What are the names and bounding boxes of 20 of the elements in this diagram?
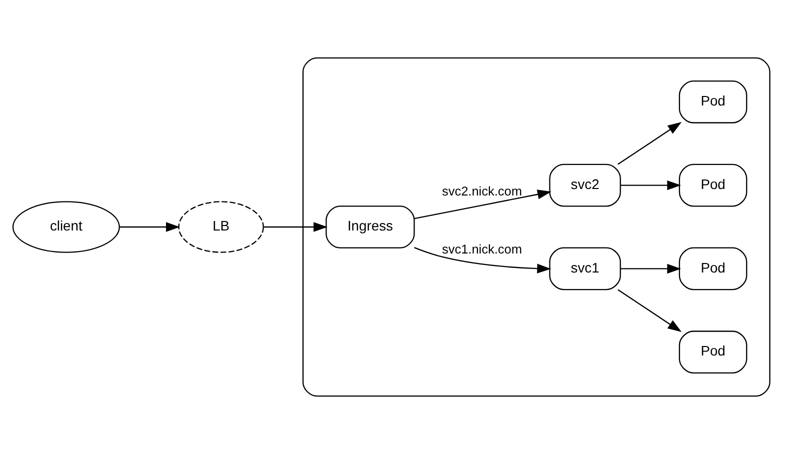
edge-label: svc2.nick.com — [442, 182, 522, 198]
arrow — [618, 121, 682, 164]
node-box: Pod — [678, 246, 748, 290]
arrow — [119, 222, 180, 232]
arrow — [414, 246, 552, 273]
node-box: Pod — [678, 330, 748, 374]
node-box: Pod — [678, 80, 748, 123]
cluster — [302, 56, 770, 396]
node-ellipse: LB — [178, 200, 264, 252]
node-box: svc1 — [549, 246, 621, 290]
node-box: svc2 — [549, 163, 621, 206]
arrow — [618, 288, 682, 332]
arrow — [620, 180, 682, 190]
edge-label: svc1.nick.com — [442, 240, 522, 256]
node-ellipse: client — [12, 200, 120, 252]
node-box: Ingress — [326, 205, 415, 248]
node-box: Pod — [678, 163, 748, 206]
arrow — [414, 189, 552, 219]
arrow — [620, 263, 682, 274]
arrow — [264, 222, 328, 232]
